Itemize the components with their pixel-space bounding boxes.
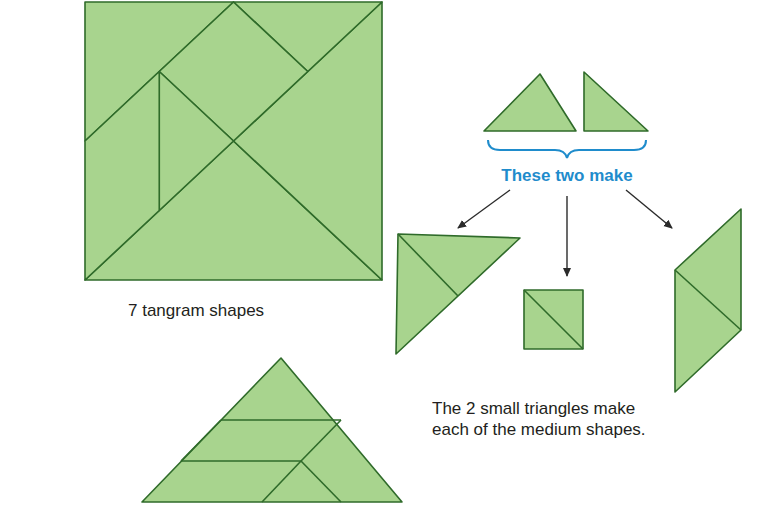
small-triangles: [484, 72, 648, 131]
tangram-square: [85, 2, 382, 280]
caption-note: The 2 small triangles make each of the m…: [432, 398, 672, 440]
medium-square: [524, 290, 583, 349]
bracket: [488, 140, 646, 158]
medium-triangle: [396, 234, 520, 354]
figure-caption: 7 tangram shapes: [128, 300, 264, 321]
blue-heading: These two make: [501, 165, 632, 186]
arrows: [458, 190, 672, 276]
medium-parallelogram: [675, 209, 741, 392]
bottom-triangle: [142, 358, 402, 502]
